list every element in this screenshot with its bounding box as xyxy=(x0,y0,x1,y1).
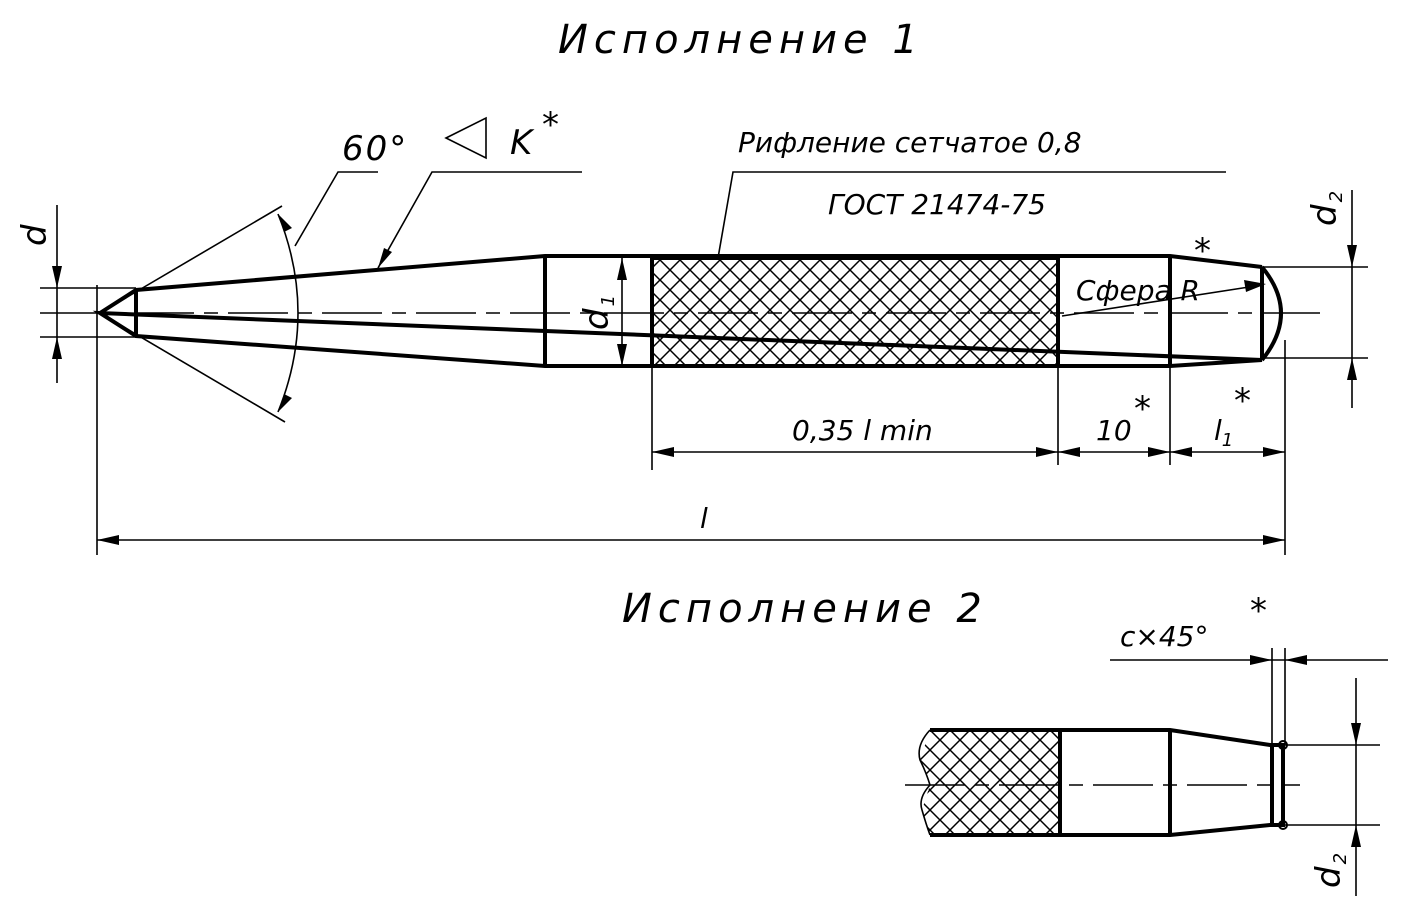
roughness-star: * xyxy=(542,105,561,145)
ten-arrow-right xyxy=(1148,447,1170,457)
angle-label: 60° xyxy=(342,129,408,169)
total-length-arrow-right xyxy=(1263,535,1285,545)
roughness-label: K xyxy=(510,123,535,163)
chamfer-label: c×45° xyxy=(1120,620,1208,653)
d2-label: d2 xyxy=(1305,189,1347,226)
angle-leg-upper xyxy=(99,205,283,314)
knurl-length-label: 0,35 l min xyxy=(792,414,933,447)
d1-arrow-bottom xyxy=(617,344,627,366)
variant2-d2-label: d2 xyxy=(1309,851,1351,888)
variant2-knurl-border xyxy=(930,728,1062,837)
roughness-arrow xyxy=(378,248,392,268)
l1-arrow-left xyxy=(1170,447,1192,457)
knurl-length-arrow-left xyxy=(652,447,674,457)
roughness-triangle-icon xyxy=(444,116,487,160)
variant2-d2-arrow-top xyxy=(1351,723,1361,745)
sphere-label: Сфера R xyxy=(1076,274,1200,307)
d-label: d xyxy=(15,222,55,246)
head-star: * xyxy=(1194,231,1213,271)
d2-arrow-bottom xyxy=(1347,358,1357,380)
angle-leg-lower xyxy=(99,312,286,423)
sphere-radius-arrow xyxy=(1244,280,1266,292)
knurl-leader xyxy=(717,171,1226,259)
angle-leader xyxy=(294,171,378,247)
variant2-title: Исполнение 2 xyxy=(622,586,988,632)
variant1-view: Исполнение 1 60° K * Рифление сетчатое 0… xyxy=(15,17,1368,555)
knurl-note-line1: Рифление сетчатое 0,8 xyxy=(738,126,1082,159)
variant2-break-line xyxy=(918,729,931,836)
variant2-view: Исполнение 2 c×45° * d2 xyxy=(622,586,1388,896)
variant2-head-outline xyxy=(1060,728,1285,837)
angle-arrow-bottom xyxy=(278,394,292,412)
sphere-head xyxy=(1260,265,1283,362)
chamfer-arrow-right xyxy=(1285,655,1307,665)
d-arrow-top xyxy=(52,266,62,288)
d1-label: d1 xyxy=(577,293,619,330)
chamfer-arrow-left xyxy=(1250,655,1272,665)
variant2-d2-arrow-bottom xyxy=(1351,825,1361,847)
ten-arrow-left xyxy=(1058,447,1080,457)
l1-arrow-right xyxy=(1263,447,1285,457)
l1-label: l1 xyxy=(1214,414,1233,451)
total-length-arrow-left xyxy=(97,535,119,545)
angle-arrow-top xyxy=(278,214,292,232)
knurl-note-line2: ГОСТ 21474-75 xyxy=(828,188,1046,221)
knurl-length-arrow-right xyxy=(1036,447,1058,457)
d-arrow-bottom xyxy=(52,337,62,359)
chamfer-star: * xyxy=(1250,591,1269,631)
roughness-leader xyxy=(377,171,582,269)
variant1-title: Исполнение 1 xyxy=(558,17,924,63)
angle-arc xyxy=(277,213,299,413)
ten-label: 10 xyxy=(1096,414,1132,447)
d1-arrow-top xyxy=(617,258,627,280)
variant2-knurl-hatching xyxy=(920,730,1060,835)
sphere-radius-line xyxy=(1061,284,1263,317)
d2-arrow-top xyxy=(1347,245,1357,267)
knurl-border xyxy=(650,256,1060,368)
total-length-label: l xyxy=(700,502,708,535)
l1-star: * xyxy=(1234,381,1253,421)
ten-star: * xyxy=(1134,389,1153,429)
